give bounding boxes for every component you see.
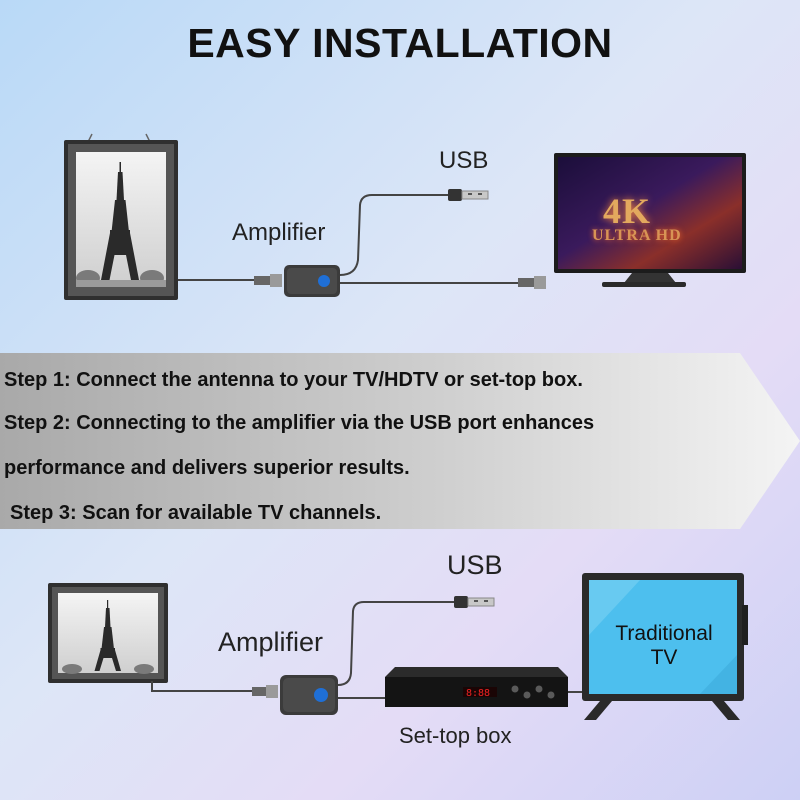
usb-plug-icon [454,596,495,608]
coax-connector-icon [518,276,546,289]
page-title: EASY INSTALLATION [187,20,613,66]
step-3-text: Step 3: Scan for available TV channels. [10,502,382,524]
amplifier-icon [280,675,338,715]
tv-4k-logo-text: 4K [603,191,652,231]
banner-arrow-shape [0,353,800,529]
step-2-text-line1: Step 2: Connecting to the amplifier via … [4,412,595,434]
eiffel-tower-icon [101,162,139,280]
traditional-tv-label: Traditional TV [615,622,713,669]
amplifier-icon [284,265,340,297]
usb-label: USB [439,147,489,174]
amplifier-label: Amplifier [232,219,326,246]
coax-connector-icon [252,685,278,698]
steps-banner: Step 1: Connect the antenna to your TV/H… [0,353,800,529]
amplifier-label: Amplifier [218,627,324,657]
coax-connector-icon [254,274,282,287]
tv-ultrahd-logo-text: ULTRA HD [592,227,682,244]
settop-led-display: 8:88 [466,688,490,699]
antenna-frame-icon [48,583,168,683]
top-installation-diagram: 4K ULTRA HD USB Amplifier [0,120,800,350]
settop-box-label: Set-top box [399,723,512,748]
usb-label: USB [447,550,503,580]
tv-icon [554,153,746,287]
usb-plug-icon [448,189,489,201]
top-diagram-graphics [64,133,746,300]
set-top-box-icon: 8:88 [385,667,568,707]
bottom-diagram-graphics: 8:88 [48,573,748,720]
step-1-text: Step 1: Connect the antenna to your TV/H… [4,369,583,391]
tv-icon [582,573,748,720]
bottom-installation-diagram: 8:88 USB Amplifier Set-top box Tradition… [0,545,800,800]
antenna-frame-icon [64,133,178,300]
step-2-text-line2: performance and delivers superior result… [4,457,410,479]
eiffel-tower-icon [94,600,121,671]
